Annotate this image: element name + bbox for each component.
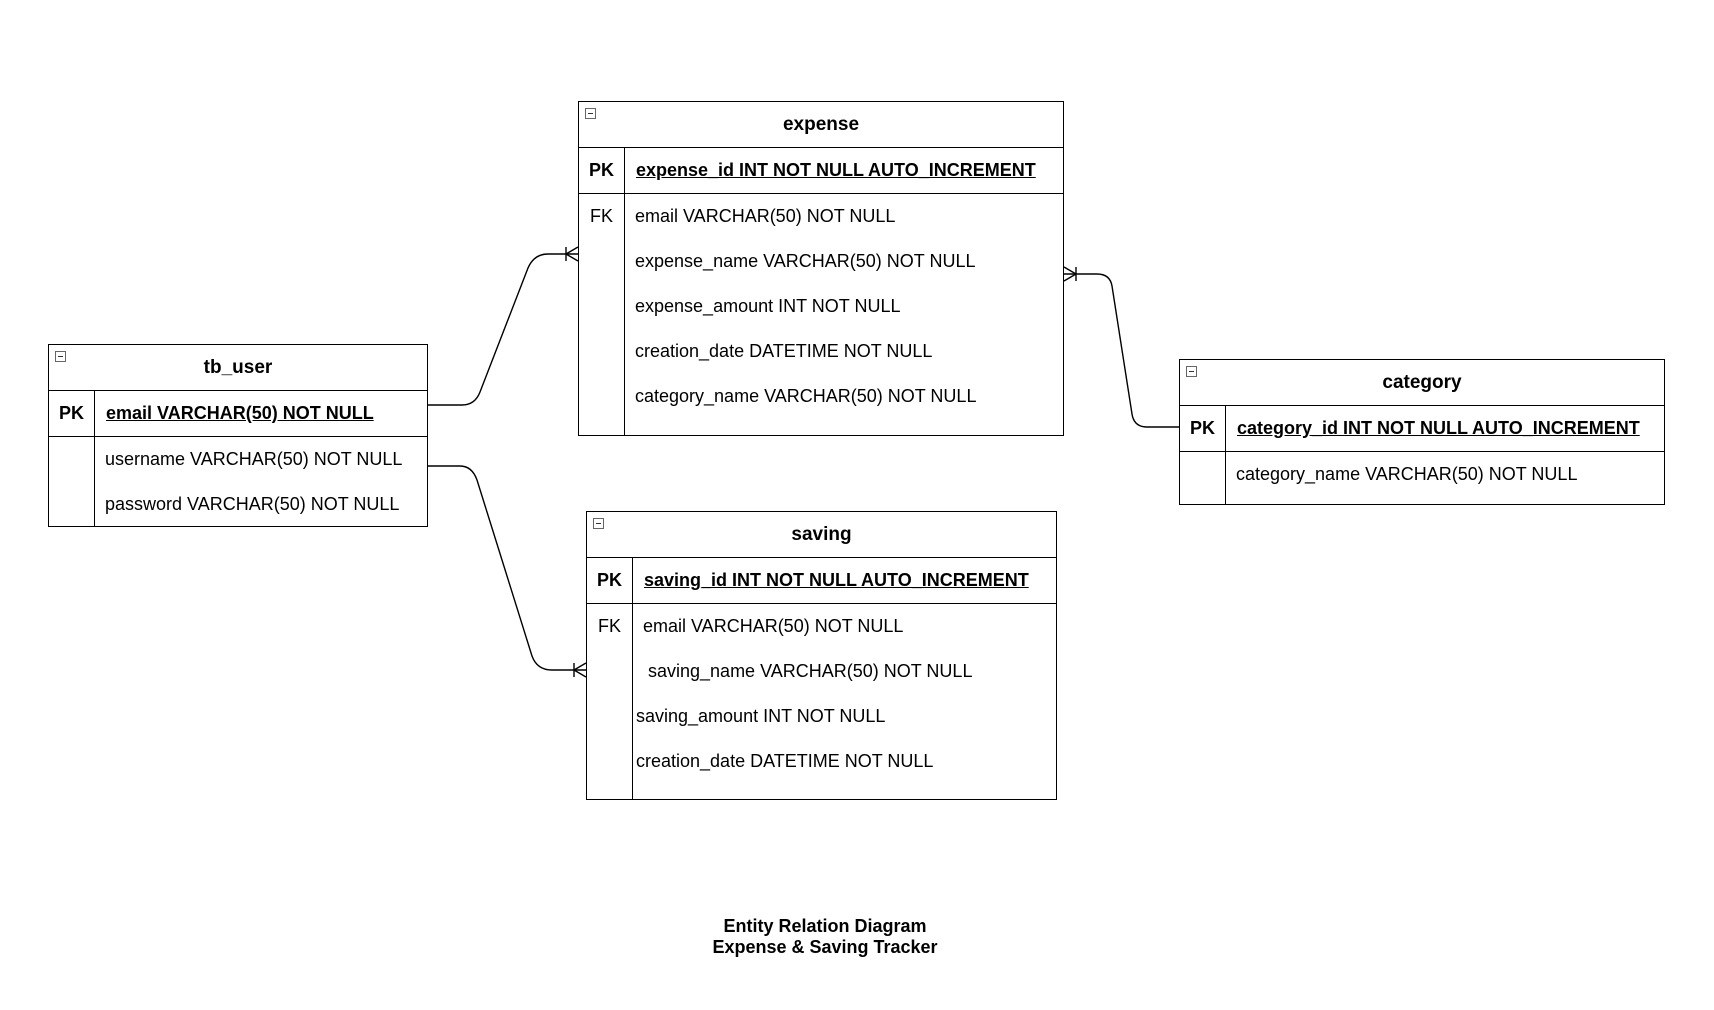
key-label xyxy=(579,329,624,374)
attribute-row[interactable]: expense_name VARCHAR(50) NOT NULL xyxy=(579,239,1063,284)
entity-title: category xyxy=(1180,360,1664,406)
primary-key-row[interactable]: PK email VARCHAR(50) NOT NULL xyxy=(49,391,427,437)
key-label: FK xyxy=(589,206,613,226)
key-label: PK xyxy=(587,558,633,603)
attribute-label: email VARCHAR(50) NOT NULL xyxy=(635,206,896,226)
key-column xyxy=(587,604,633,799)
attribute-label: email VARCHAR(50) NOT NULL xyxy=(643,616,904,636)
key-label xyxy=(579,284,624,329)
entity-title: saving xyxy=(587,512,1056,558)
attribute-row[interactable]: saving_amount INT NOT NULL xyxy=(587,694,1056,739)
crowfoot-marker xyxy=(565,246,579,262)
primary-key-row[interactable]: PK category_id INT NOT NULL AUTO_INCREME… xyxy=(1180,406,1664,452)
attribute-row[interactable]: FK email VARCHAR(50) NOT NULL xyxy=(579,194,1063,239)
attribute-row[interactable]: saving_name VARCHAR(50) NOT NULL xyxy=(587,649,1056,694)
key-label: PK xyxy=(579,148,625,193)
relationship-category-expense[interactable] xyxy=(1063,266,1179,428)
key-label xyxy=(49,437,94,482)
key-label xyxy=(579,239,624,284)
attribute-label: category_name VARCHAR(50) NOT NULL xyxy=(635,386,977,406)
entity-expense[interactable]: expense PK expense_id INT NOT NULL AUTO_… xyxy=(578,101,1064,436)
key-label xyxy=(587,694,632,739)
entity-title-text: category xyxy=(1382,372,1462,393)
attribute-label: expense_amount INT NOT NULL xyxy=(635,296,901,316)
entity-title: tb_user xyxy=(49,345,427,391)
attribute-label: expense_id INT NOT NULL AUTO_INCREMENT xyxy=(636,160,1036,180)
entity-title-text: tb_user xyxy=(203,357,273,378)
key-column xyxy=(1180,452,1226,504)
key-label xyxy=(587,649,632,694)
key-label xyxy=(1180,452,1225,497)
relationship-user-saving[interactable] xyxy=(428,465,587,678)
collapse-icon[interactable] xyxy=(55,351,66,362)
attribute-label: category_id INT NOT NULL AUTO_INCREMENT xyxy=(1237,418,1640,438)
attribute-row[interactable]: expense_amount INT NOT NULL xyxy=(579,284,1063,329)
attribute-row[interactable]: username VARCHAR(50) NOT NULL xyxy=(49,437,427,482)
attribute-row[interactable]: password VARCHAR(50) NOT NULL xyxy=(49,482,427,527)
key-label xyxy=(579,374,624,419)
entity-title-text: saving xyxy=(791,524,852,545)
attribute-list: category_name VARCHAR(50) NOT NULL xyxy=(1180,452,1664,504)
collapse-icon[interactable] xyxy=(593,518,604,529)
attribute-label: password VARCHAR(50) NOT NULL xyxy=(105,494,400,514)
entity-tb-user[interactable]: tb_user PK email VARCHAR(50) NOT NULL us… xyxy=(48,344,428,527)
attribute-row[interactable]: creation_date DATETIME NOT NULL xyxy=(579,329,1063,374)
key-label: FK xyxy=(597,616,621,636)
diagram-caption: Entity Relation Diagram Expense & Saving… xyxy=(0,916,1650,958)
key-column xyxy=(579,194,625,435)
crowfoot-marker xyxy=(573,662,587,678)
entity-category[interactable]: category PK category_id INT NOT NULL AUT… xyxy=(1179,359,1665,505)
key-column xyxy=(49,437,95,527)
key-label: PK xyxy=(49,391,95,436)
attribute-row[interactable]: category_name VARCHAR(50) NOT NULL xyxy=(579,374,1063,419)
entity-title: expense xyxy=(579,102,1063,148)
attribute-label: saving_name VARCHAR(50) NOT NULL xyxy=(643,661,973,681)
attribute-list: username VARCHAR(50) NOT NULL password V… xyxy=(49,437,427,527)
key-label xyxy=(587,739,632,784)
attribute-label: username VARCHAR(50) NOT NULL xyxy=(105,449,403,469)
attribute-label: saving_amount INT NOT NULL xyxy=(636,706,886,726)
attribute-label: saving_id INT NOT NULL AUTO_INCREMENT xyxy=(644,570,1029,590)
crowfoot-marker xyxy=(1063,266,1077,282)
attribute-list: FK email VARCHAR(50) NOT NULL saving_nam… xyxy=(587,604,1056,799)
attribute-row[interactable]: creation_date DATETIME NOT NULL xyxy=(587,739,1056,784)
attribute-row[interactable]: FK email VARCHAR(50) NOT NULL xyxy=(587,604,1056,649)
caption-line-1: Entity Relation Diagram xyxy=(723,916,927,936)
entity-saving[interactable]: saving PK saving_id INT NOT NULL AUTO_IN… xyxy=(586,511,1057,800)
primary-key-row[interactable]: PK saving_id INT NOT NULL AUTO_INCREMENT xyxy=(587,558,1056,604)
attribute-label: creation_date DATETIME NOT NULL xyxy=(635,341,933,361)
attribute-label: creation_date DATETIME NOT NULL xyxy=(636,751,934,771)
key-label xyxy=(49,482,94,527)
attribute-list: FK email VARCHAR(50) NOT NULL expense_na… xyxy=(579,194,1063,435)
attribute-label: category_name VARCHAR(50) NOT NULL xyxy=(1236,464,1578,484)
entity-title-text: expense xyxy=(782,114,860,135)
caption-line-2: Expense & Saving Tracker xyxy=(712,937,938,957)
collapse-icon[interactable] xyxy=(1186,366,1197,377)
primary-key-row[interactable]: PK expense_id INT NOT NULL AUTO_INCREMEN… xyxy=(579,148,1063,194)
attribute-label: email VARCHAR(50) NOT NULL xyxy=(106,403,374,423)
collapse-icon[interactable] xyxy=(585,108,596,119)
attribute-row[interactable]: category_name VARCHAR(50) NOT NULL xyxy=(1180,452,1664,497)
attribute-label: expense_name VARCHAR(50) NOT NULL xyxy=(635,251,976,271)
relationship-user-expense[interactable] xyxy=(428,246,579,406)
key-label: PK xyxy=(1180,406,1226,451)
